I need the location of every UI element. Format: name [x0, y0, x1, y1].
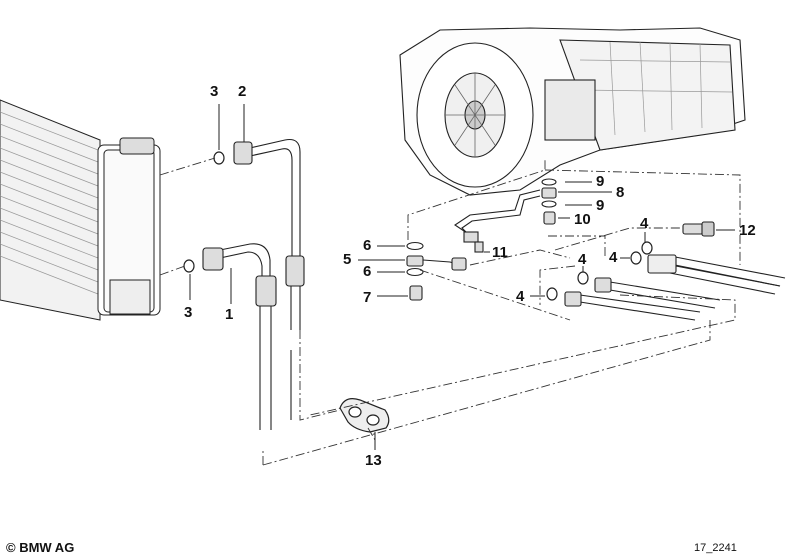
o-ring-3-lower [183, 259, 195, 273]
callout-4-a: 4 [640, 215, 649, 232]
callout-5: 5 [343, 251, 352, 268]
fitting-stack-8-9-10 [541, 178, 557, 225]
diagram-id: 17_2241 [694, 542, 737, 554]
callout-3-lower: 3 [184, 304, 193, 321]
callout-3-upper: 3 [210, 83, 219, 100]
callout-1: 1 [225, 306, 234, 323]
callout-13: 13 [365, 452, 382, 469]
copyright-text: © BMW AG [6, 540, 75, 555]
callout-4-b: 4 [609, 249, 618, 266]
callout-6-lower: 6 [363, 263, 372, 280]
right-pipes [564, 221, 786, 321]
leader-lines [189, 104, 735, 450]
banjo-fitting-assembly [406, 241, 467, 301]
callout-12: 12 [739, 222, 756, 239]
callout-4-d: 4 [516, 288, 525, 305]
callout-2: 2 [238, 83, 247, 100]
callout-8: 8 [616, 184, 625, 201]
transmission-housing [399, 27, 746, 196]
oil-line-upper [233, 138, 305, 420]
callout-11: 11 [492, 244, 508, 261]
callout-7: 7 [363, 289, 372, 306]
oil-line-lower [202, 243, 277, 430]
radiator [0, 99, 161, 321]
callout-6-upper: 6 [363, 237, 372, 254]
callout-9-lower: 9 [596, 197, 605, 214]
callout-9-upper: 9 [596, 173, 605, 190]
connecting-pipe [454, 189, 541, 253]
o-ring-3-upper [213, 151, 225, 165]
callout-4-c: 4 [578, 251, 587, 268]
pipe-clip [339, 398, 390, 433]
callout-10: 10 [574, 211, 591, 228]
assembly-lines [159, 157, 741, 466]
